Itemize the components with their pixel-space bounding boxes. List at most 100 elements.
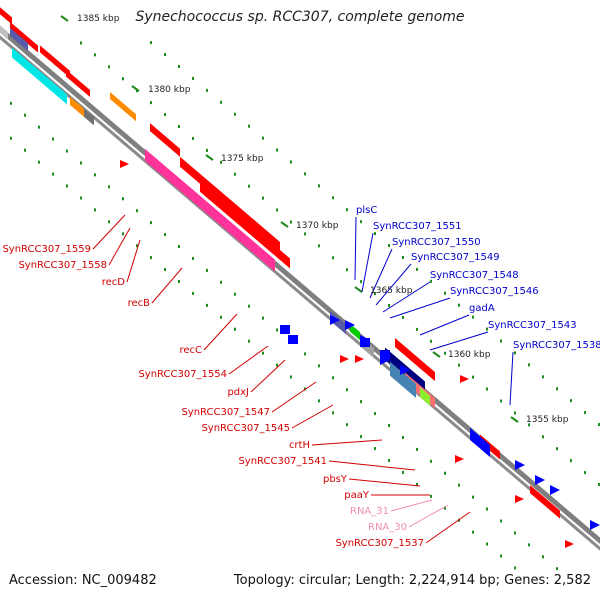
tick-dot [486, 507, 488, 511]
tick-dot [150, 101, 152, 105]
gene-feature [66, 69, 90, 97]
leader-line [390, 499, 433, 512]
tick-dot [38, 125, 40, 129]
tick-dot [584, 471, 586, 475]
gene-label-rna-30: RNA_30 [368, 522, 407, 533]
gene-label-synrcc307-1551: SynRCC307_1551 [373, 221, 462, 232]
gene-feature [330, 310, 346, 335]
tick-dot [318, 364, 320, 368]
tick-dot [486, 542, 488, 546]
leader-line [375, 263, 412, 306]
tick-dot [38, 160, 40, 164]
tick-dot [80, 41, 82, 45]
tick-dot [164, 268, 166, 272]
gene-arrow [330, 315, 340, 325]
gene-block [380, 350, 390, 359]
gene-feature [395, 337, 435, 382]
tick-dot [542, 555, 544, 559]
tick-dot [374, 447, 376, 451]
tick-dot [570, 399, 572, 403]
gene-label-recb: recB [128, 298, 151, 309]
tick-dot [332, 196, 334, 200]
tick-dot [262, 316, 264, 320]
tick-dot [108, 185, 110, 189]
tick-dot [556, 447, 558, 451]
gene-arrow [515, 495, 524, 503]
tick-dot [290, 160, 292, 164]
tick-dot [430, 279, 432, 283]
gene-label-synrcc307-1538: SynRCC307_1538 [513, 340, 600, 351]
leader-line [126, 239, 141, 283]
scale-label-1380: 1380 kbp [148, 85, 191, 95]
gene-feature [40, 45, 70, 78]
leader-line [271, 381, 317, 413]
gene-label-synrcc307-1550: SynRCC307_1550 [392, 237, 481, 248]
tick-dot [346, 268, 348, 272]
tick-dot [10, 101, 12, 105]
tick-dot [318, 244, 320, 248]
tick-dot [360, 220, 362, 224]
leader-line [369, 248, 393, 299]
tick-dot [402, 470, 404, 474]
gene-feature [180, 156, 280, 252]
tick-dot [136, 244, 138, 248]
tick-dot [108, 220, 110, 224]
tick-dot [206, 268, 208, 272]
tick-dot [164, 233, 166, 237]
gene-block [360, 338, 370, 347]
scale-label-1360: 1360 kbp [448, 350, 491, 360]
tick-dot [136, 209, 138, 213]
gene-arrow [550, 485, 560, 495]
tick-dot [542, 375, 544, 379]
tick-dot [192, 136, 194, 140]
tick-dot [444, 291, 446, 295]
tick-dot [234, 172, 236, 176]
gene-feature [110, 92, 136, 122]
gene-label-synrcc307-1541: SynRCC307_1541 [238, 456, 327, 467]
scale-label-1355: 1355 kbp [526, 415, 569, 425]
tick-dot [192, 76, 194, 80]
gene-label-synrcc307-1558: SynRCC307_1558 [18, 260, 107, 271]
gene-feature [350, 323, 360, 341]
tick-dot [430, 339, 432, 343]
leader-line [328, 460, 416, 471]
tick-dot [472, 375, 474, 379]
tick-dot [206, 148, 208, 152]
tick-dot [164, 53, 166, 57]
gene-feature [420, 387, 430, 406]
tick-dot [164, 113, 166, 117]
tick-dot [220, 315, 222, 319]
leader-line [354, 216, 357, 281]
gene-arrow [460, 375, 469, 383]
tick-dot [178, 125, 180, 128]
major-tick [60, 15, 69, 22]
tick-dot [66, 184, 68, 188]
gene-feature [10, 21, 38, 53]
tick-dot [486, 327, 488, 331]
tick-dot [374, 292, 376, 296]
tick-dot [416, 267, 418, 271]
gene-arrow [355, 355, 364, 363]
gene-block [288, 335, 298, 344]
gene-feature [200, 181, 290, 269]
tick-dot [556, 387, 558, 391]
leader-line [419, 314, 470, 336]
scale-label-1370: 1370 kbp [296, 221, 339, 231]
leader-line [348, 478, 421, 487]
tick-dot [598, 423, 600, 427]
gene-label-paay: paaY [344, 490, 370, 501]
leader-line [151, 267, 183, 304]
gene-feature [470, 427, 490, 457]
tick-dot [584, 411, 586, 415]
gene-feature [530, 485, 560, 519]
gene-arrow [535, 475, 545, 485]
tick-dot [220, 280, 222, 284]
accession-text: Accession: NC_009482 [9, 573, 157, 588]
tick-lines [10, 15, 600, 571]
tick-dot [500, 554, 502, 558]
label-leader-lines [92, 214, 514, 544]
tick-dot [52, 137, 54, 141]
tick-dot [52, 172, 54, 176]
tick-dot [500, 339, 502, 343]
gene-label-synrcc307-1554: SynRCC307_1554 [138, 369, 227, 380]
